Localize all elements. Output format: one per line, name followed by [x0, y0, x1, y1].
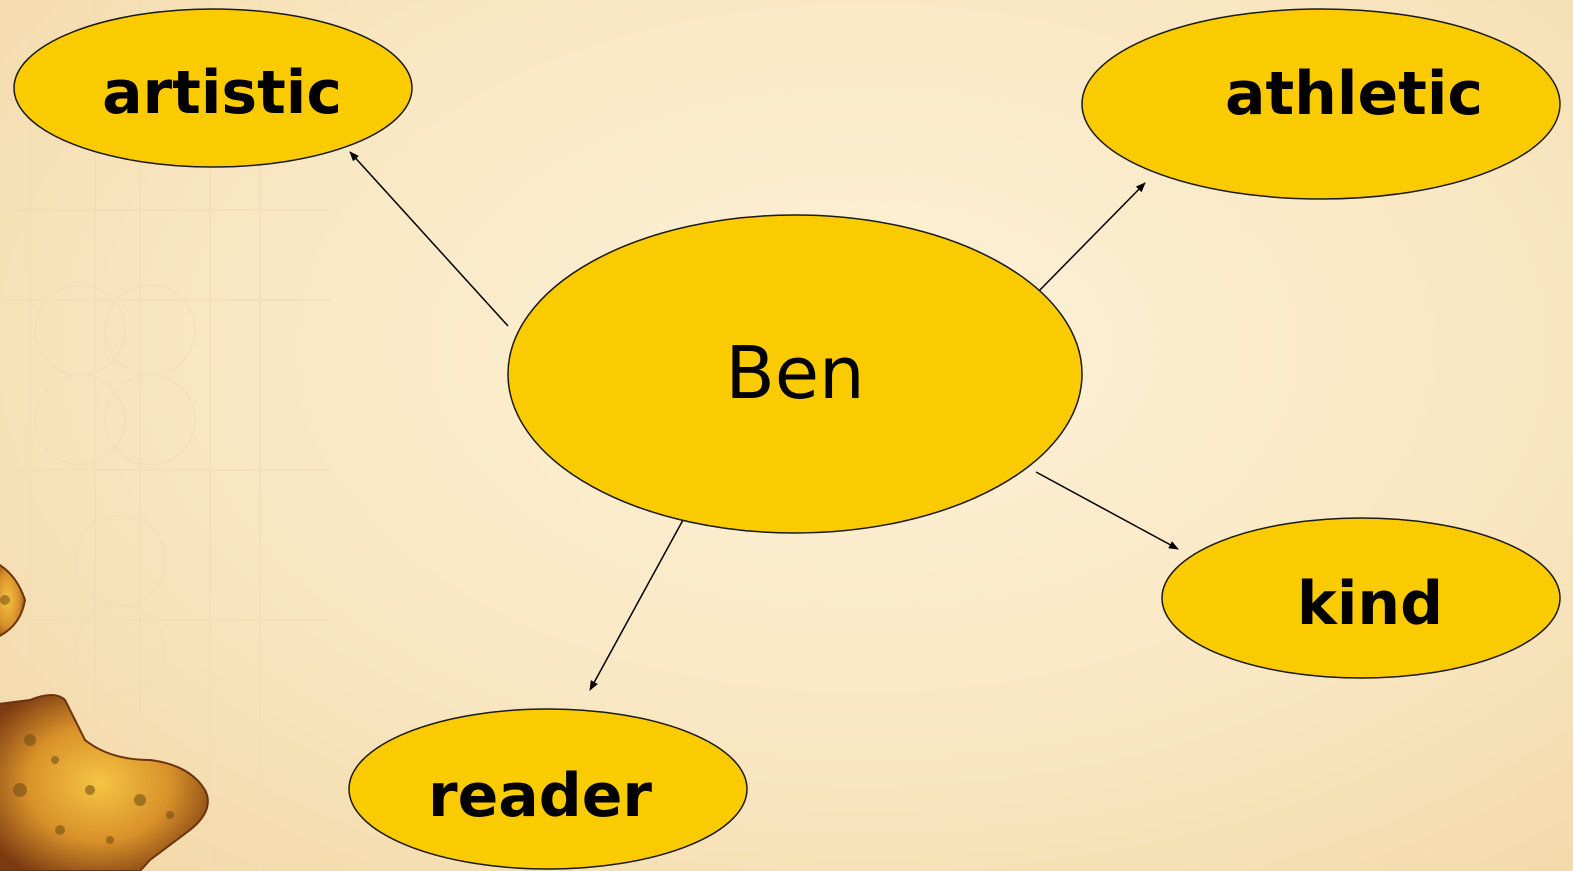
- node-reader-label: reader: [428, 761, 652, 831]
- edge-ben-athletic: [1035, 182, 1146, 295]
- edge-ben-reader: [589, 519, 684, 691]
- edge-ben-artistic: [349, 151, 509, 327]
- node-kind-label: kind: [1297, 569, 1443, 639]
- node-kind: kind: [1161, 517, 1561, 679]
- edges: [349, 151, 1179, 691]
- edge-ben-kind: [1035, 471, 1179, 550]
- node-reader: reader: [348, 708, 748, 870]
- node-artistic: artistic: [13, 8, 413, 168]
- star-ornament-icon: [0, 564, 209, 871]
- node-athletic-label: athletic: [1225, 59, 1483, 129]
- center-node: Ben: [507, 214, 1083, 534]
- node-artistic-label: artistic: [102, 58, 342, 128]
- center-node-label: Ben: [725, 331, 864, 415]
- node-athletic: athletic: [1081, 8, 1561, 200]
